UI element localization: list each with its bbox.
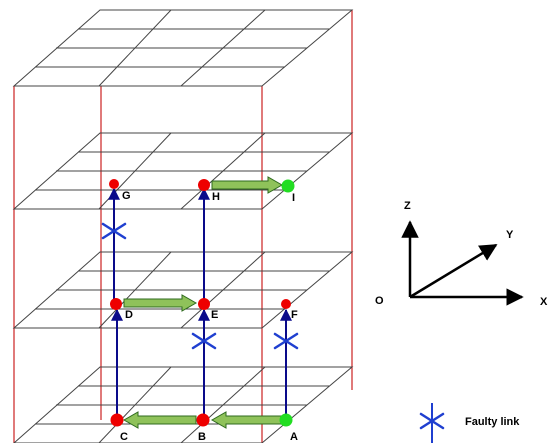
node-label-g: G	[122, 190, 131, 202]
legend-label-faulty-link: Faulty link	[465, 416, 520, 428]
y-axis	[409, 243, 498, 299]
floor-2-grid	[12, 251, 354, 329]
axis-label-y: Y	[506, 229, 514, 241]
axis-label-o: O	[375, 295, 384, 307]
node-label-i: I	[292, 192, 295, 204]
node-h	[198, 179, 210, 191]
horizontal-links	[122, 176, 284, 429]
axis-label-z: Z	[404, 200, 411, 212]
node-i	[281, 179, 295, 193]
arrow-d-e	[123, 294, 198, 312]
arrow-h-i	[211, 176, 284, 194]
faulty-marks	[101, 222, 299, 350]
floor-3-grid	[12, 132, 354, 210]
node-g	[109, 179, 119, 189]
floor-1-grid	[13, 366, 354, 443]
node-c	[110, 413, 124, 427]
node-e	[198, 298, 210, 310]
node-a	[279, 413, 293, 427]
faulty-mark-b-e	[191, 332, 217, 350]
node-label-c: C	[120, 431, 128, 443]
node-b	[196, 413, 210, 427]
faulty-mark-a-f	[273, 332, 299, 350]
building-outline	[13, 10, 353, 443]
node-label-e: E	[211, 309, 218, 321]
axis-label-x: X	[540, 296, 548, 308]
node-label-f: F	[291, 309, 298, 321]
node-label-a: A	[290, 431, 298, 443]
legend-faulty-mark	[419, 412, 445, 430]
node-f	[281, 299, 291, 309]
legend: Faulty link	[419, 403, 520, 443]
node-label-h: H	[212, 191, 220, 203]
nodes	[109, 179, 295, 427]
arrow-a-b	[210, 411, 283, 429]
faulty-mark-d-g	[101, 222, 127, 240]
roof-grid	[12, 9, 354, 87]
axes	[401, 220, 524, 306]
arrow-b-c	[122, 411, 197, 429]
node-d	[110, 298, 122, 310]
node-label-b: B	[198, 431, 206, 443]
node-labels: G H I D E F C B A	[120, 190, 298, 443]
node-label-d: D	[125, 309, 133, 321]
vertical-links	[108, 187, 292, 417]
